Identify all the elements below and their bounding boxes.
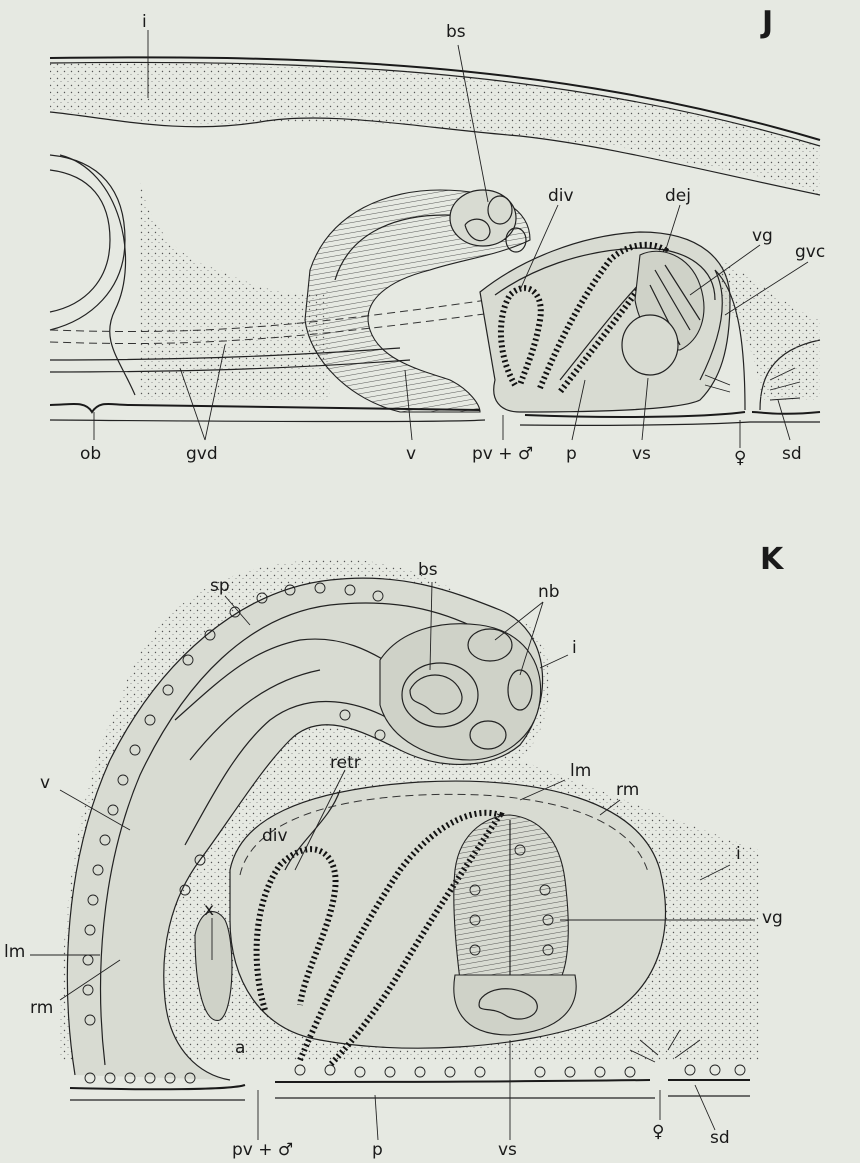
j-intestine-stipple xyxy=(50,62,820,195)
k-label-sp: sp xyxy=(210,578,230,595)
k-label-vg: vg xyxy=(762,910,783,927)
k-label-pv: pv + ♂ xyxy=(232,1142,293,1159)
k-label-a: a xyxy=(235,1040,245,1057)
k-label-vs: vs xyxy=(498,1142,517,1159)
j-label-sd: sd xyxy=(782,446,802,463)
j-left-organ xyxy=(50,155,125,330)
k-label-nb: nb xyxy=(538,584,560,601)
k-label-p: p xyxy=(372,1142,383,1159)
k-ventral-surface xyxy=(70,1085,245,1089)
k-label-retr: retr xyxy=(330,755,361,772)
k-label-rm-left: rm xyxy=(30,1000,53,1017)
k-vesicula-granulorum xyxy=(454,815,568,980)
j-label-v: v xyxy=(406,446,416,463)
j-label-vg: vg xyxy=(752,228,773,245)
k-label-lm-top: lm xyxy=(570,763,591,780)
j-label-gvc: gvc xyxy=(795,244,825,261)
k-label-i-right: i xyxy=(736,846,741,863)
j-label-female: ♀ xyxy=(734,450,746,467)
figure-j-drawing xyxy=(50,57,820,425)
figure-k-drawing xyxy=(60,560,760,1100)
k-label-div: div xyxy=(262,828,288,845)
j-label-div: div xyxy=(548,188,574,205)
j-vesicula-seminalis xyxy=(622,315,678,375)
j-label-pv: pv + ♂ xyxy=(472,446,533,463)
j-label-i: i xyxy=(142,14,147,31)
k-label-female: ♀ xyxy=(652,1124,664,1141)
panel-letter-k: K xyxy=(760,545,783,575)
k-label-bs: bs xyxy=(418,562,438,579)
j-label-bs: bs xyxy=(446,24,466,41)
panel-letter-j: J xyxy=(762,8,773,38)
j-label-gvd: gvd xyxy=(186,446,218,463)
j-label-vs: vs xyxy=(632,446,651,463)
k-label-lm-left: lm xyxy=(4,944,25,961)
k-label-x: x xyxy=(204,902,214,919)
k-label-rm-top: rm xyxy=(616,782,639,799)
k-label-v: v xyxy=(40,775,50,792)
j-label-p: p xyxy=(566,446,577,463)
k-label-sd: sd xyxy=(710,1130,730,1147)
j-label-dej: dej xyxy=(665,188,691,205)
k-label-i-top: i xyxy=(572,640,577,657)
j-label-ob: ob xyxy=(80,446,101,463)
